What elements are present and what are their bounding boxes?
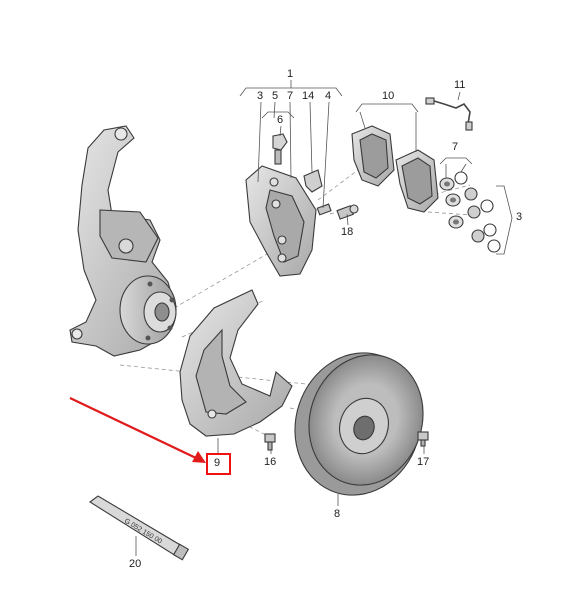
label-part-3-right: 3 (516, 211, 523, 223)
brake-caliper (245, 165, 317, 277)
label-part-20: 20 (129, 558, 142, 570)
brake-pads (351, 125, 439, 213)
label-part-16: 16 (264, 456, 277, 468)
label-part-18: 18 (341, 226, 354, 238)
label-part-7-right: 7 (452, 141, 459, 153)
label-part-7-top: 7 (287, 90, 294, 102)
label-part-6: 6 (277, 114, 284, 126)
bolt-16 (264, 433, 276, 451)
screw-17 (417, 431, 429, 447)
label-part-1: 1 (287, 68, 294, 80)
label-part-9: 9 (214, 457, 221, 469)
label-part-14: 14 (302, 90, 315, 102)
highlight-arrow (69, 397, 206, 463)
wear-sensor-cable (425, 97, 473, 131)
bolts-4-18 (316, 203, 359, 220)
label-part-11: 11 (454, 79, 466, 91)
label-part-5: 5 (272, 90, 279, 102)
part-14-spring-clip (303, 169, 323, 193)
brake-splash-shield (179, 289, 293, 437)
label-part-8: 8 (334, 508, 341, 520)
steering-knuckle (69, 125, 177, 357)
label-part-10: 10 (382, 90, 395, 102)
grease-tube: G 052 150 00 (89, 495, 190, 561)
highlight-box-part-9 (206, 453, 231, 475)
label-part-3-top: 3 (257, 90, 264, 102)
caliper-bushings (439, 171, 501, 253)
label-part-17: 17 (417, 456, 430, 468)
leader-lines (135, 80, 513, 556)
label-part-4: 4 (325, 90, 332, 102)
brake-disc (294, 352, 424, 496)
part-6-bolt (272, 133, 288, 165)
